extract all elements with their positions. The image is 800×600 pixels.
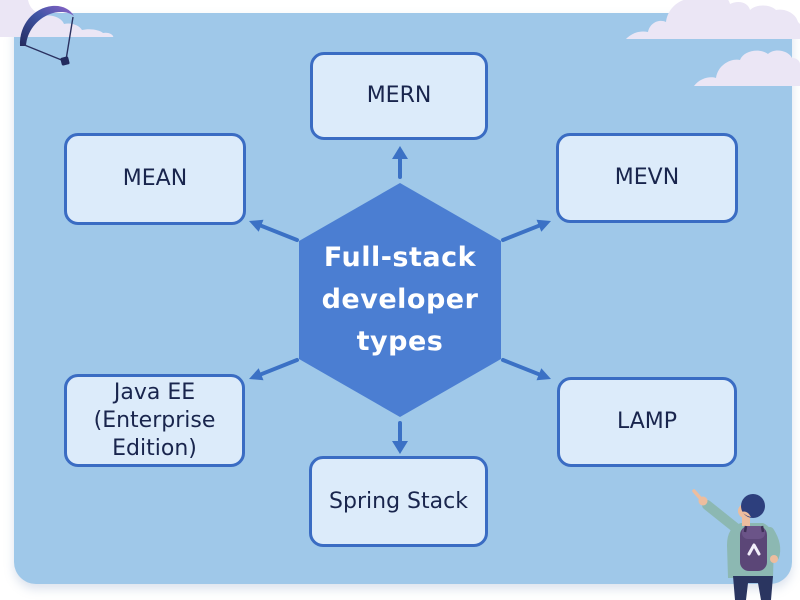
node-mevn: MEVN (556, 133, 738, 223)
center-hexagon (299, 183, 501, 417)
arrow-to-java-ee-icon (249, 358, 299, 381)
paraglider-icon (19, 5, 74, 66)
node-mean: MEAN (64, 133, 246, 225)
center-title: Full-stack developer types (295, 240, 505, 360)
arrow-to-spring-stack-icon (392, 421, 408, 454)
node-spring-stack-label: Spring Stack (329, 488, 468, 514)
arrow-to-mean-icon (249, 219, 299, 242)
center-title-line: types (356, 326, 444, 357)
arrow-to-mevn-icon (501, 219, 551, 242)
cloud-top-left-icon (0, 0, 114, 37)
arrow-to-mern-icon (392, 146, 408, 179)
person-pointing-icon (692, 489, 781, 600)
cloud-top-right-icon (626, 0, 800, 39)
node-java-ee: Java EE (Enterprise Edition) (64, 374, 245, 467)
center-title-line: Full-stack (323, 242, 477, 273)
node-mevn-label: MEVN (614, 165, 680, 190)
node-java-ee-label: Java EE (Enterprise Edition) (93, 379, 216, 461)
node-mean-label: MEAN (122, 166, 188, 191)
node-lamp: LAMP (557, 377, 737, 467)
node-spring-stack: Spring Stack (309, 456, 488, 547)
cloud-right-icon (694, 50, 800, 86)
center-title-line: developer (321, 284, 479, 315)
node-lamp-label: LAMP (616, 409, 678, 434)
node-mern-label: MERN (366, 83, 432, 108)
arrow-to-lamp-icon (501, 358, 551, 381)
node-mern: MERN (310, 52, 488, 140)
